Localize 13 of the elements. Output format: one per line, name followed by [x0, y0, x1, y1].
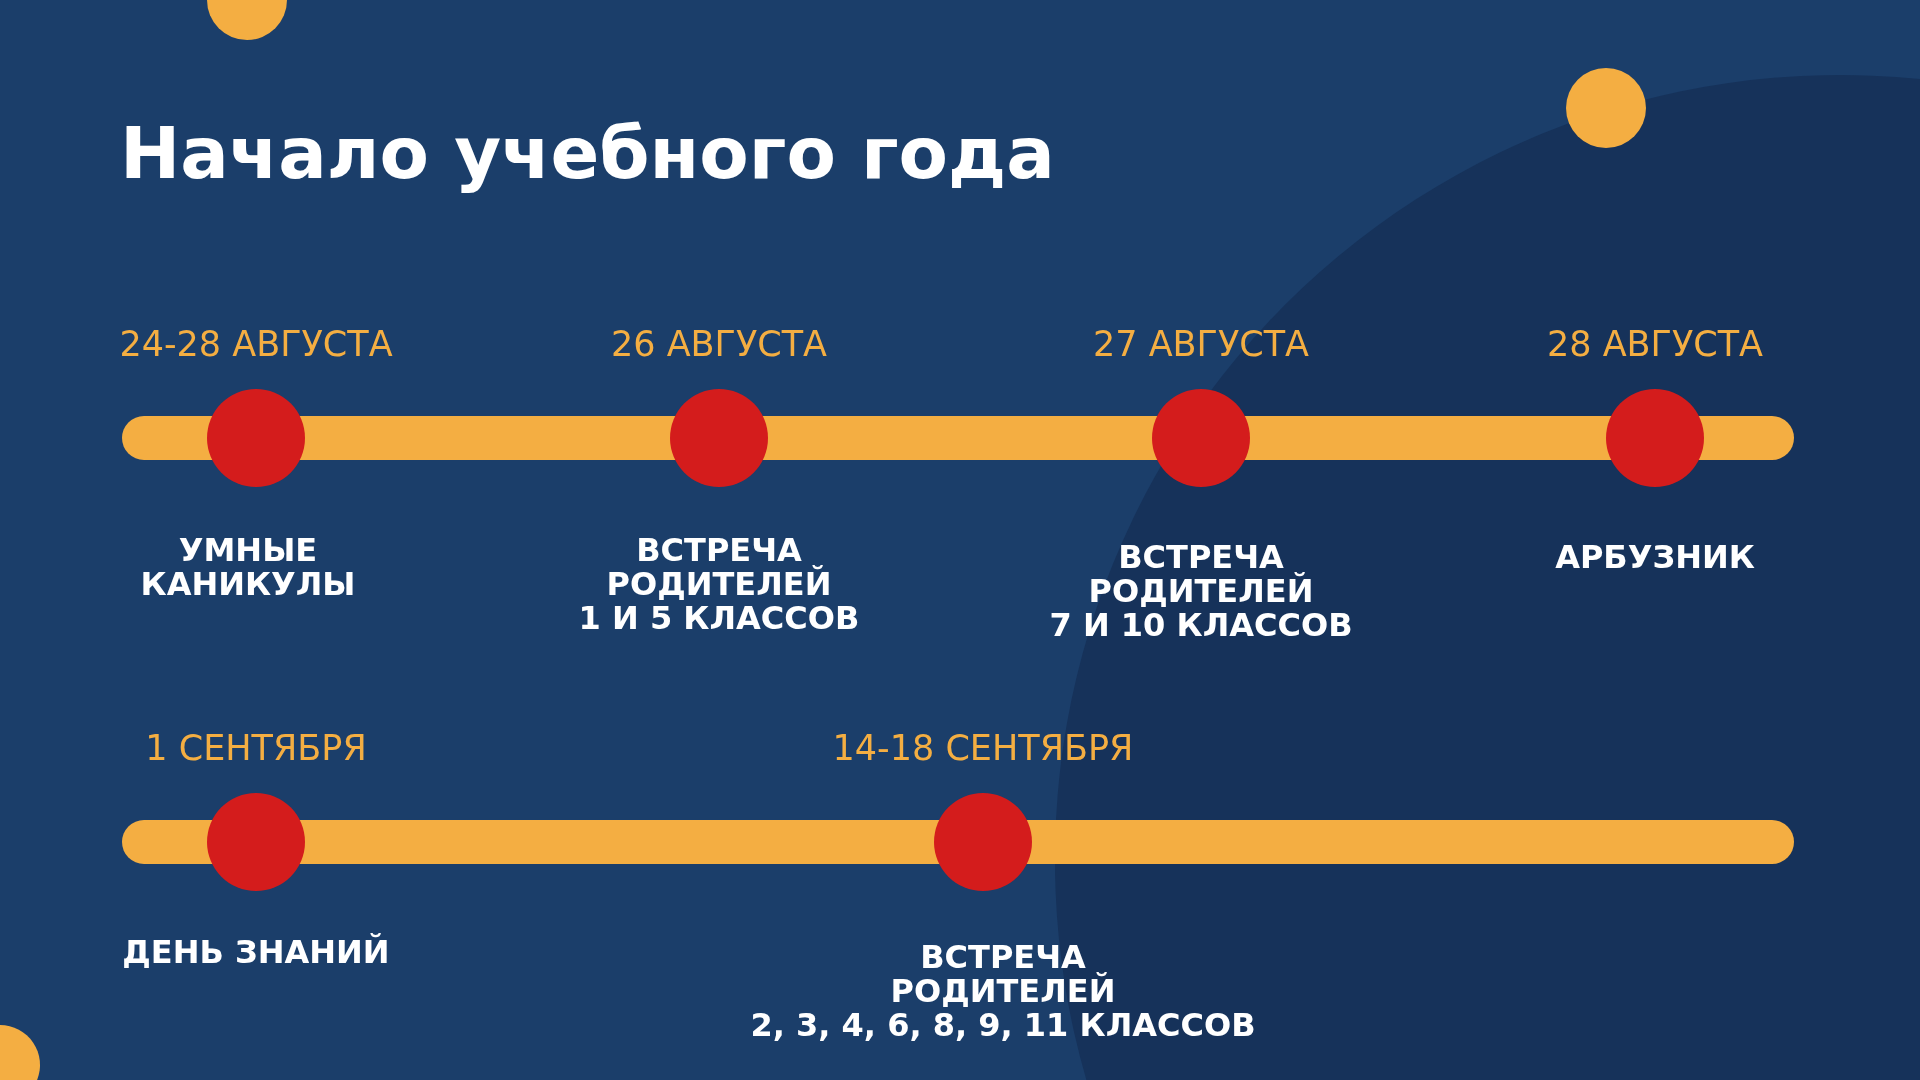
event-label: ВСТРЕЧА РОДИТЕЛЕЙ 2, 3, 4, 6, 8, 9, 11 КЛАССОВ: [750, 940, 1256, 1042]
date-label: 28 АВГУСТА: [1546, 323, 1764, 365]
event-label: ДЕНЬ ЗНАНИЙ: [122, 935, 390, 969]
event-label: УМНЫЕ КАНИКУЛЫ: [140, 533, 356, 601]
date-label: 1 СЕНТЯБРЯ: [145, 727, 367, 769]
date-label: 24-28 АВГУСТА: [119, 323, 393, 365]
event-label: ВСТРЕЧА РОДИТЕЛЕЙ 1 И 5 КЛАССОВ: [578, 533, 860, 635]
event-label: ВСТРЕЧА РОДИТЕЛЕЙ 7 И 10 КЛАССОВ: [1049, 540, 1353, 642]
date-label: 14-18 СЕНТЯБРЯ: [832, 727, 1134, 769]
event-label: АРБУЗНИК: [1555, 540, 1755, 574]
date-label: 27 АВГУСТА: [1092, 323, 1310, 365]
date-label: 26 АВГУСТА: [610, 323, 828, 365]
slide-title: Начало учебного года: [120, 110, 1055, 197]
